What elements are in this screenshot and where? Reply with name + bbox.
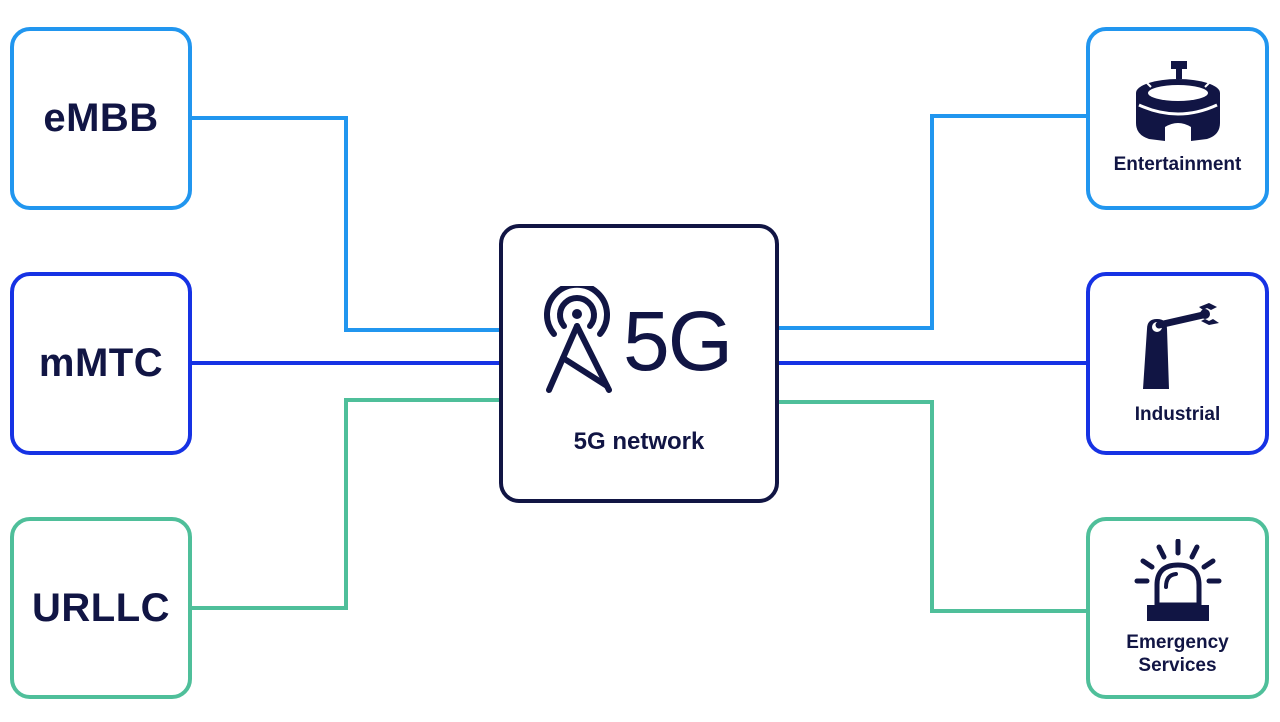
embb-label: eMBB <box>43 96 159 140</box>
emergency-label-line1: Emergency <box>1126 632 1229 653</box>
emergency-services-label: Emergency Services <box>1126 631 1228 677</box>
industrial-label: Industrial <box>1134 404 1221 425</box>
connector-urllc <box>192 398 499 610</box>
stadium-icon <box>1135 61 1220 141</box>
antenna-tower-icon <box>544 286 612 393</box>
entertainment-box: Entertainment <box>1086 27 1269 210</box>
entertainment-label: Entertainment <box>1113 154 1242 175</box>
5g-logo-text: 5G <box>623 294 733 388</box>
siren-icon <box>1134 539 1221 621</box>
mmtc-label: mMTC <box>38 341 164 385</box>
embb-box: eMBB <box>10 27 192 210</box>
robotic-arm-icon <box>1142 303 1219 389</box>
5g-network-label: 5G network <box>573 428 705 455</box>
connector-embb <box>192 116 499 332</box>
urllc-box: URLLC <box>10 517 192 699</box>
emergency-services-box: Emergency Services <box>1086 517 1269 699</box>
5g-logo: 5G <box>537 286 733 396</box>
emergency-label-line2: Services <box>1138 655 1217 676</box>
industrial-box: Industrial <box>1086 272 1269 455</box>
urllc-label: URLLC <box>31 585 171 630</box>
5g-network-box: 5G 5G network <box>499 224 779 503</box>
mmtc-box: mMTC <box>10 272 192 455</box>
connector-emergency <box>779 400 1086 613</box>
connector-entertainment <box>779 114 1086 330</box>
